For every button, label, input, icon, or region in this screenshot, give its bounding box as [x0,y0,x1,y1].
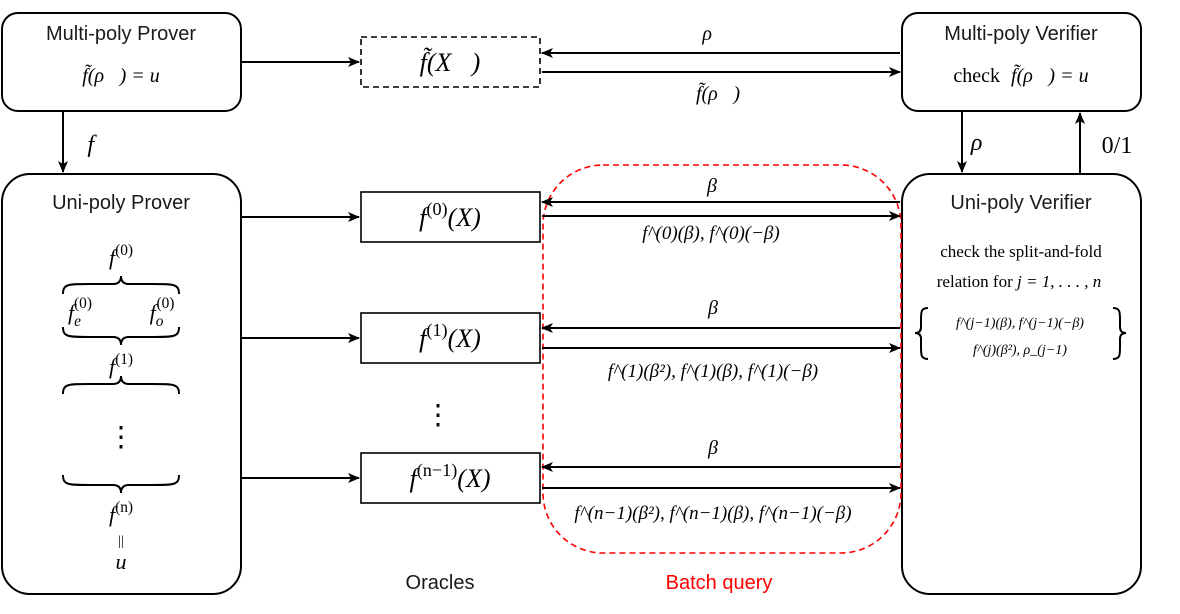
multi-poly-prover-equation: f̃(ρ⃗) = u [82,63,160,87]
oracle-f0-label: f(0)(X) [419,199,481,232]
prover-vdots: ⋮ [107,422,135,453]
fold-brace [62,326,180,346]
label-rho-down: ρ⃗ [970,130,1001,156]
label-beta0: β [706,175,717,197]
label-answer0: f^(0)(β), f^(0)(−β) [642,223,779,244]
uni-poly-prover-title: Uni-poly Prover [52,192,190,214]
svg-text:check f̃(ρ⃗) = u: check f̃(ρ⃗) = u [953,63,1088,87]
oracle-f1-box: f(1)(X) [360,312,541,364]
set-right-brace [1112,307,1127,360]
label-answer1: f^(1)(β²), f^(1)(β), f^(1)(−β) [608,361,818,382]
oracle-fn-label: f(n−1)(X) [410,460,491,493]
batch-query-label: Batch query [666,572,773,594]
fe-term: fe(0) [68,295,92,330]
fold-brace-2 [62,474,180,494]
multilinear-oracle-label: f̃(X⃗) [420,48,481,77]
batch-query-region [542,164,902,554]
oracle-f1-label: f(1)(X) [419,320,481,353]
uni-poly-verifier-title: Uni-poly Verifier [950,192,1092,214]
label-answern: f^(n−1)(β²), f^(n−1)(β), f^(n−1)(−β) [574,503,851,524]
oracle-vdots: ⋮ [424,400,452,431]
label-zero-one: 0/1 [1102,133,1133,159]
label-f-vec: f⃗ [87,132,112,158]
label-f-tilde-answer: f̃(ρ⃗) [696,81,740,105]
oracle-fn-box: f(n−1)(X) [360,452,541,504]
u-term: u [116,549,127,574]
multi-poly-prover-box: Multi-poly Prover f̃(ρ⃗) = u [1,12,242,112]
split-brace-2 [62,375,180,395]
multi-poly-prover-title: Multi-poly Prover [46,23,196,45]
verifier-set-line1: f^(j−1)(β), f^(j−1)(−β) [956,316,1084,331]
multilinear-oracle-box: f̃(X⃗) [360,36,541,88]
multi-poly-verifier-title: Multi-poly Verifier [944,23,1098,45]
uni-poly-prover-box: Uni-poly Prover f(0) fe(0) fo(0) f(1) ⋮ … [1,173,242,595]
verifier-set-line2: f^(j)(β²), ρ_(j−1) [973,343,1067,358]
split-brace [62,275,180,295]
verifier-check-line2: relation for j = 1, . . . , n [937,272,1101,291]
f1-term: f(1) [109,351,133,379]
label-beta1: β [707,297,718,319]
set-left-brace [914,307,929,360]
f0-term: f(0) [109,242,133,270]
oracles-label: Oracles [406,572,475,594]
uni-poly-verifier-box: Uni-poly Verifier check the split-and-fo… [901,173,1142,595]
multi-poly-verifier-equation: f̃(ρ⃗) = u [1011,63,1089,87]
multi-poly-verifier-box: Multi-poly Verifier check f̃(ρ⃗) = u [901,12,1142,112]
verifier-check-line1: check the split-and-fold [940,242,1102,261]
fo-term: fo(0) [150,295,175,330]
check-word: check [953,65,1000,87]
equals-vertical: || [118,534,124,549]
label-betan: β [707,437,718,459]
fn-term: f(n) [109,499,133,527]
label-rho-query: ρ⃗ [701,23,727,45]
oracle-f0-box: f(0)(X) [360,191,541,243]
